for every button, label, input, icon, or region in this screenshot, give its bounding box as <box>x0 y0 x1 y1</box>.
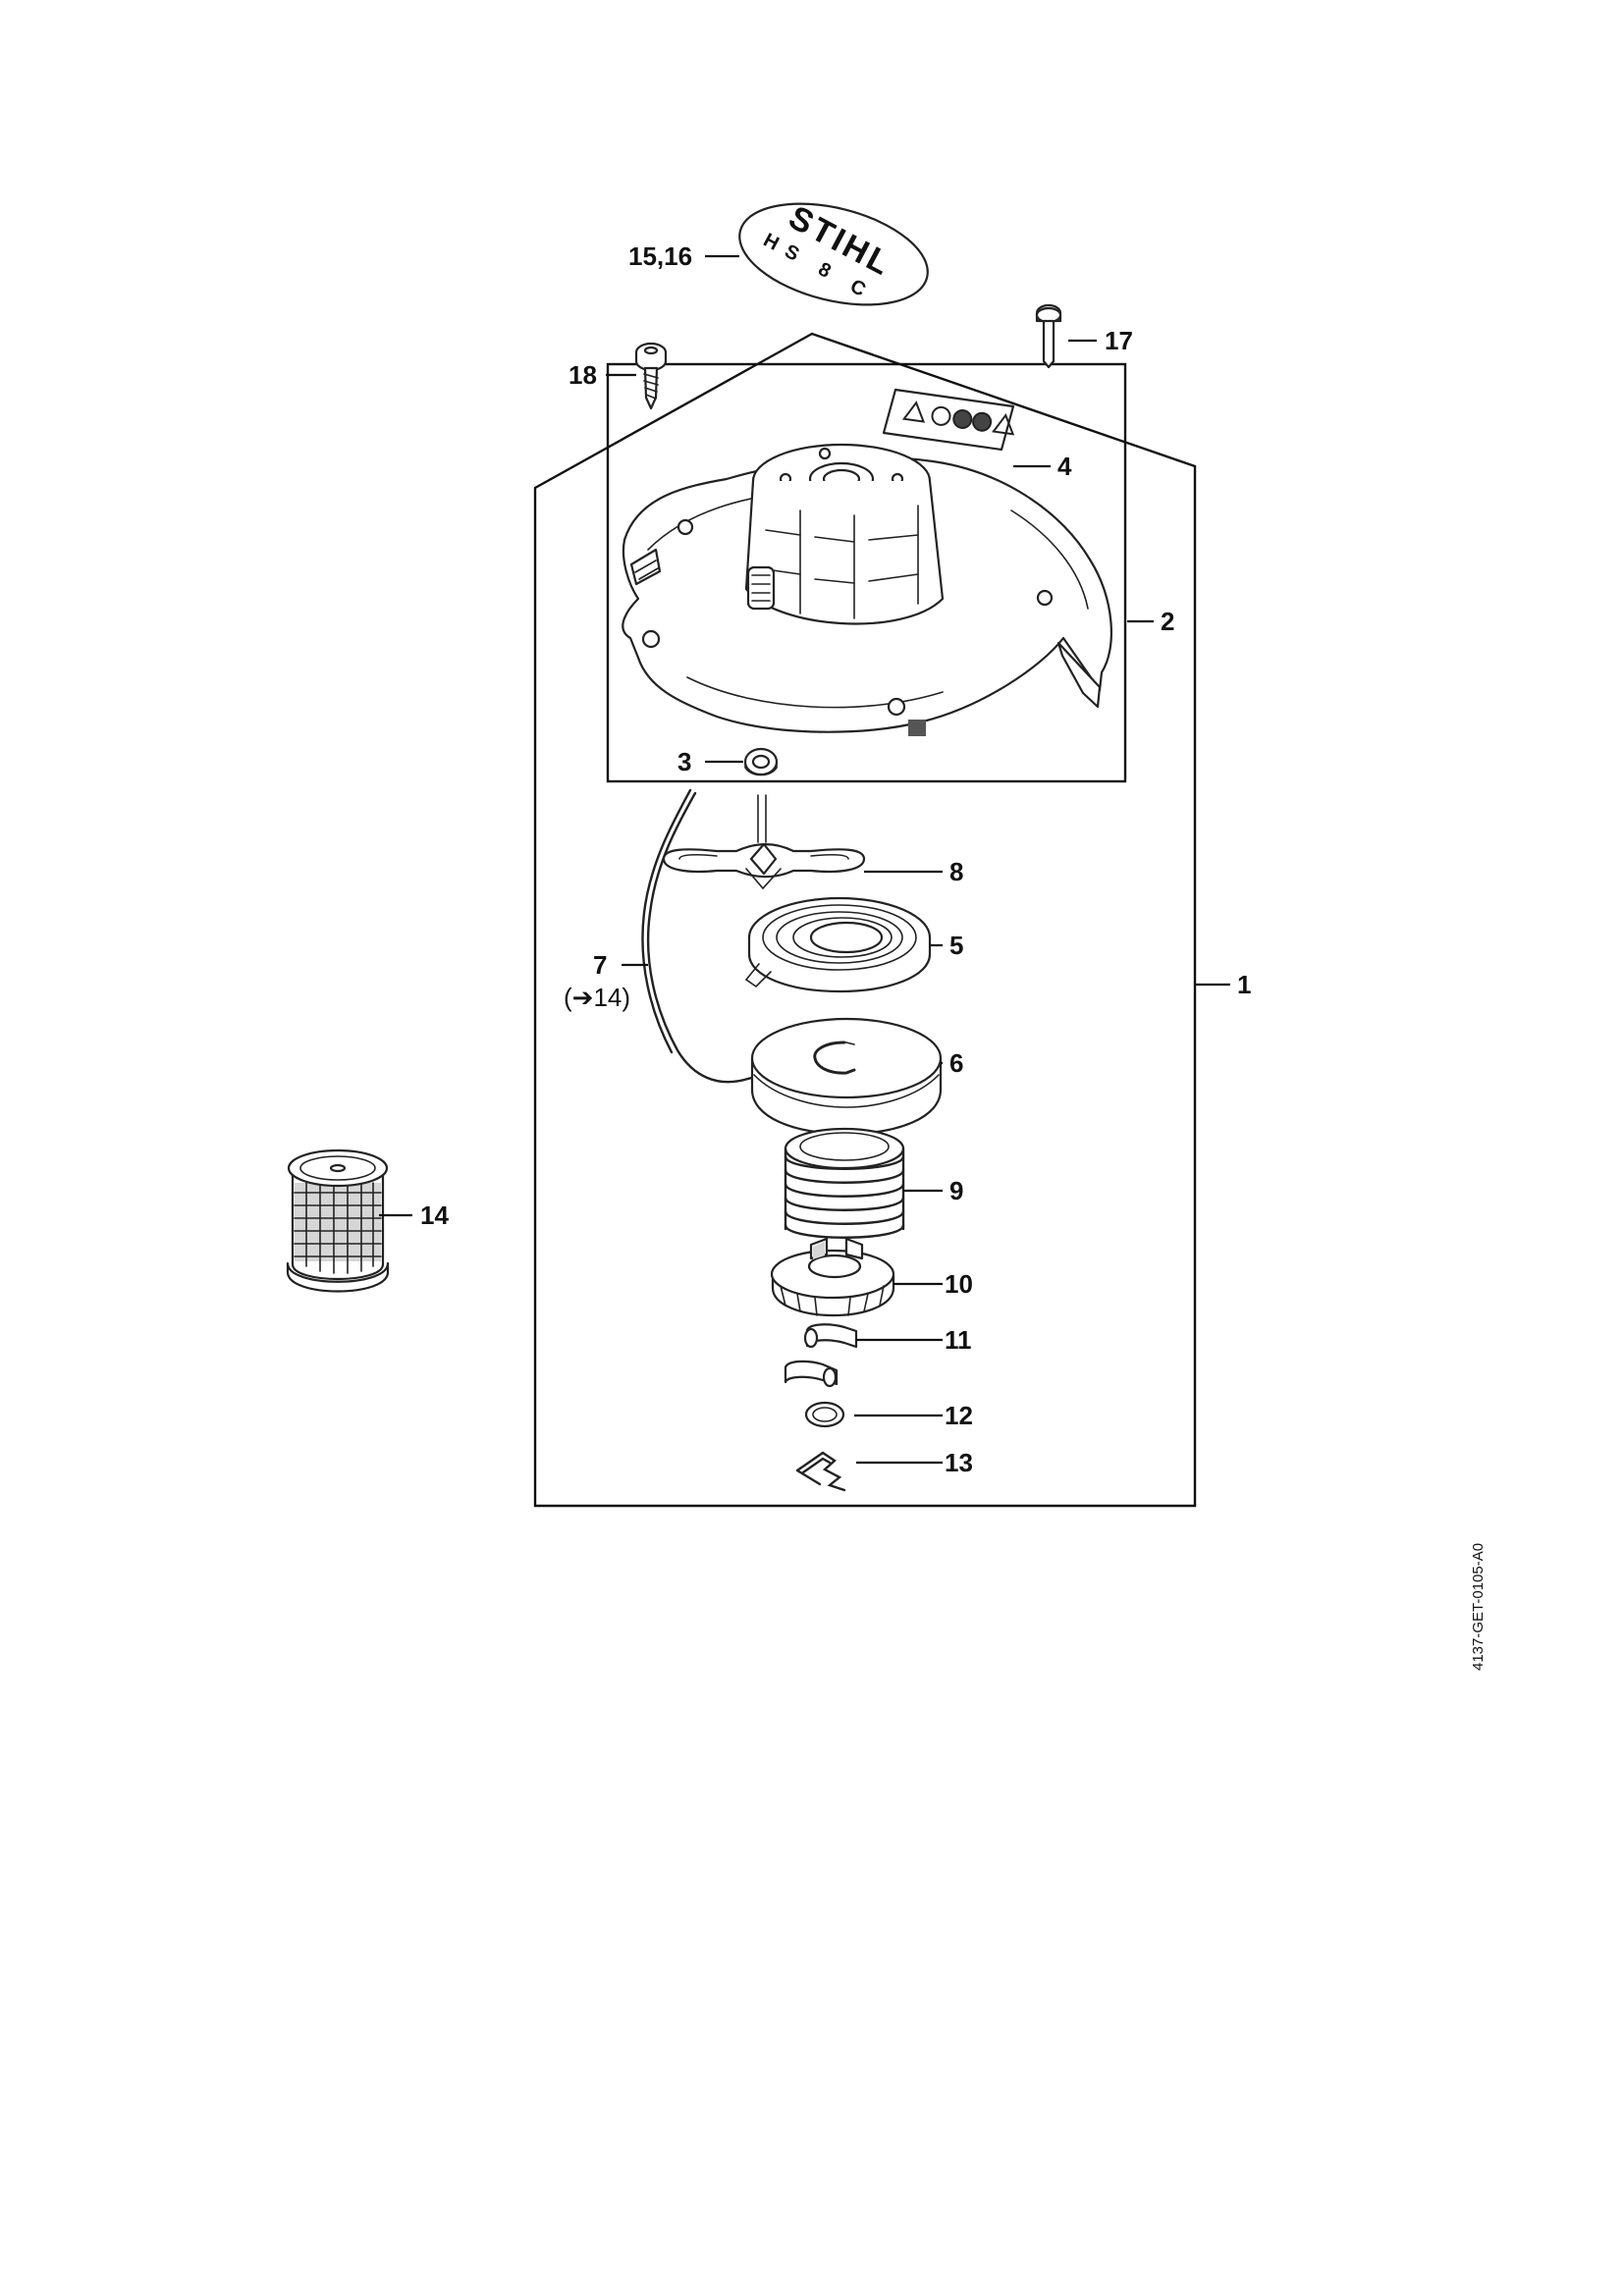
callout-13[interactable]: 13 <box>945 1448 973 1477</box>
ear-protection-icon <box>972 411 993 432</box>
starter-rope-7[interactable] <box>641 788 753 1084</box>
pawl-11-upper[interactable] <box>803 1323 858 1349</box>
read-manual-icon <box>931 405 951 426</box>
callout-3[interactable]: 3 <box>677 747 691 776</box>
spring-clip-13[interactable] <box>795 1451 846 1492</box>
ratchet-10[interactable] <box>770 1237 895 1317</box>
spring-9[interactable] <box>784 1127 905 1239</box>
callout-14[interactable]: 14 <box>420 1201 449 1230</box>
assembly-2-box <box>606 362 1127 783</box>
fan-housing-2[interactable] <box>622 443 1112 736</box>
decal-15-16[interactable]: STIHL HS 8 C <box>730 187 939 323</box>
callout-2[interactable]: 2 <box>1161 607 1174 636</box>
callout-15-16[interactable]: 15,16 <box>628 241 692 271</box>
washer-12[interactable] <box>804 1401 845 1428</box>
screw-18[interactable] <box>634 342 668 410</box>
screw-17[interactable] <box>1035 303 1062 369</box>
rope-rotor-6[interactable] <box>750 1017 943 1136</box>
callout-12[interactable]: 12 <box>945 1401 973 1430</box>
eye-protection-icon <box>952 408 973 429</box>
callout-9[interactable]: 9 <box>949 1176 963 1205</box>
callout-10[interactable]: 10 <box>945 1269 973 1299</box>
starter-grip-8[interactable] <box>662 794 866 890</box>
rope-spool-14[interactable] <box>286 1148 390 1293</box>
callout-11[interactable]: 11 <box>945 1325 972 1355</box>
callout-6[interactable]: 6 <box>949 1048 963 1078</box>
warning-triangle-icon <box>901 400 926 423</box>
rewind-spring-5[interactable] <box>744 896 932 993</box>
callout-17[interactable]: 17 <box>1105 326 1133 355</box>
drawing-code: 4137-GET-0105-A0 <box>1470 1543 1487 1671</box>
callout-18[interactable]: 18 <box>568 360 597 390</box>
callout-4[interactable]: 4 <box>1057 452 1072 481</box>
callout-8[interactable]: 8 <box>949 857 963 886</box>
callout-1[interactable]: 1 <box>1237 970 1251 999</box>
callout-7-cross-reference: (➔14) <box>564 983 630 1012</box>
callout-7[interactable]: 7 <box>593 950 607 980</box>
pawl-11-lower[interactable] <box>784 1360 839 1388</box>
assembly-1-outline <box>533 332 1197 1508</box>
hot-surface-icon <box>992 413 1015 436</box>
warning-label-4[interactable] <box>882 388 1015 452</box>
callout-5[interactable]: 5 <box>949 931 963 960</box>
nut-3[interactable] <box>743 747 779 776</box>
